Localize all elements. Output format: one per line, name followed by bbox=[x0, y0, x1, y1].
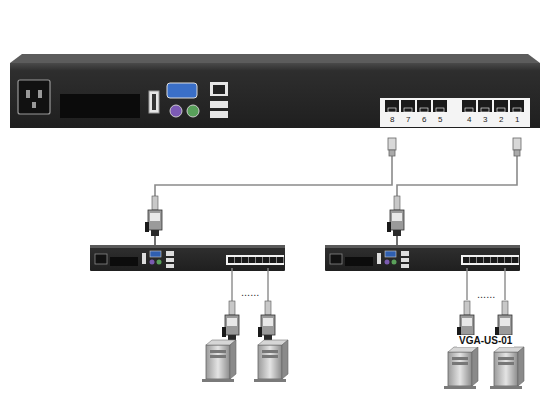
main-kvm-switch bbox=[10, 63, 540, 128]
illustration-part bbox=[466, 268, 467, 300]
illustration-part bbox=[32, 102, 36, 108]
illustration-part bbox=[155, 236, 397, 246]
illustration-part bbox=[254, 340, 288, 382]
port-number: 1 bbox=[515, 116, 519, 124]
illustration-part bbox=[26, 90, 30, 98]
illustration-part bbox=[155, 156, 392, 196]
illustration-part bbox=[490, 347, 524, 389]
illustration-part bbox=[152, 94, 156, 110]
illustration-part bbox=[231, 268, 232, 302]
illustration-part bbox=[433, 100, 447, 112]
lan-port bbox=[210, 82, 228, 96]
illustration-part bbox=[444, 347, 478, 389]
port-number: 2 bbox=[499, 116, 503, 124]
illustration-part bbox=[504, 268, 505, 300]
illustration-part bbox=[202, 340, 236, 382]
illustration-part bbox=[90, 245, 285, 271]
illustration-part bbox=[514, 150, 520, 156]
illustration-part bbox=[494, 100, 508, 112]
usb-port bbox=[210, 101, 228, 108]
ellipsis-mark: ...... bbox=[241, 287, 259, 298]
illustration-part bbox=[325, 245, 520, 271]
power-inlet bbox=[18, 80, 50, 114]
illustration-part bbox=[397, 156, 517, 196]
port-number: 8 bbox=[390, 116, 394, 124]
cable bbox=[232, 268, 505, 302]
ellipsis-mark: ...... bbox=[477, 289, 495, 300]
illustration-part bbox=[389, 150, 395, 156]
illustration-part bbox=[267, 268, 268, 302]
usb-port bbox=[210, 111, 228, 118]
illustration-part bbox=[510, 100, 524, 112]
port-number: 6 bbox=[422, 116, 426, 124]
cable bbox=[155, 156, 517, 196]
port-number: 5 bbox=[438, 116, 442, 124]
usb-port bbox=[149, 91, 159, 113]
rj45-plug bbox=[388, 138, 521, 156]
illustration-part bbox=[513, 138, 521, 150]
switch-top bbox=[10, 54, 540, 63]
illustration-part bbox=[213, 85, 225, 94]
illustration-part bbox=[385, 100, 399, 112]
illustration-part bbox=[145, 196, 162, 236]
vga-port bbox=[167, 83, 197, 98]
illustration-part bbox=[478, 100, 492, 112]
illustration-part bbox=[387, 196, 404, 236]
port-number: 3 bbox=[483, 116, 487, 124]
port-panel bbox=[380, 98, 530, 127]
illustration-part bbox=[388, 138, 396, 150]
illustration-part bbox=[401, 100, 415, 112]
blank-panel bbox=[60, 94, 140, 118]
ps2-port bbox=[187, 105, 199, 117]
illustration-part bbox=[222, 301, 239, 341]
illustration-part bbox=[258, 301, 275, 341]
part-label: VGA-US-01 bbox=[457, 335, 514, 347]
port-number: 7 bbox=[406, 116, 410, 124]
illustration-part bbox=[417, 100, 431, 112]
illustration-part bbox=[38, 90, 42, 98]
ps2-port bbox=[170, 105, 182, 117]
port-number: 4 bbox=[467, 116, 471, 124]
illustration-part bbox=[462, 100, 476, 112]
